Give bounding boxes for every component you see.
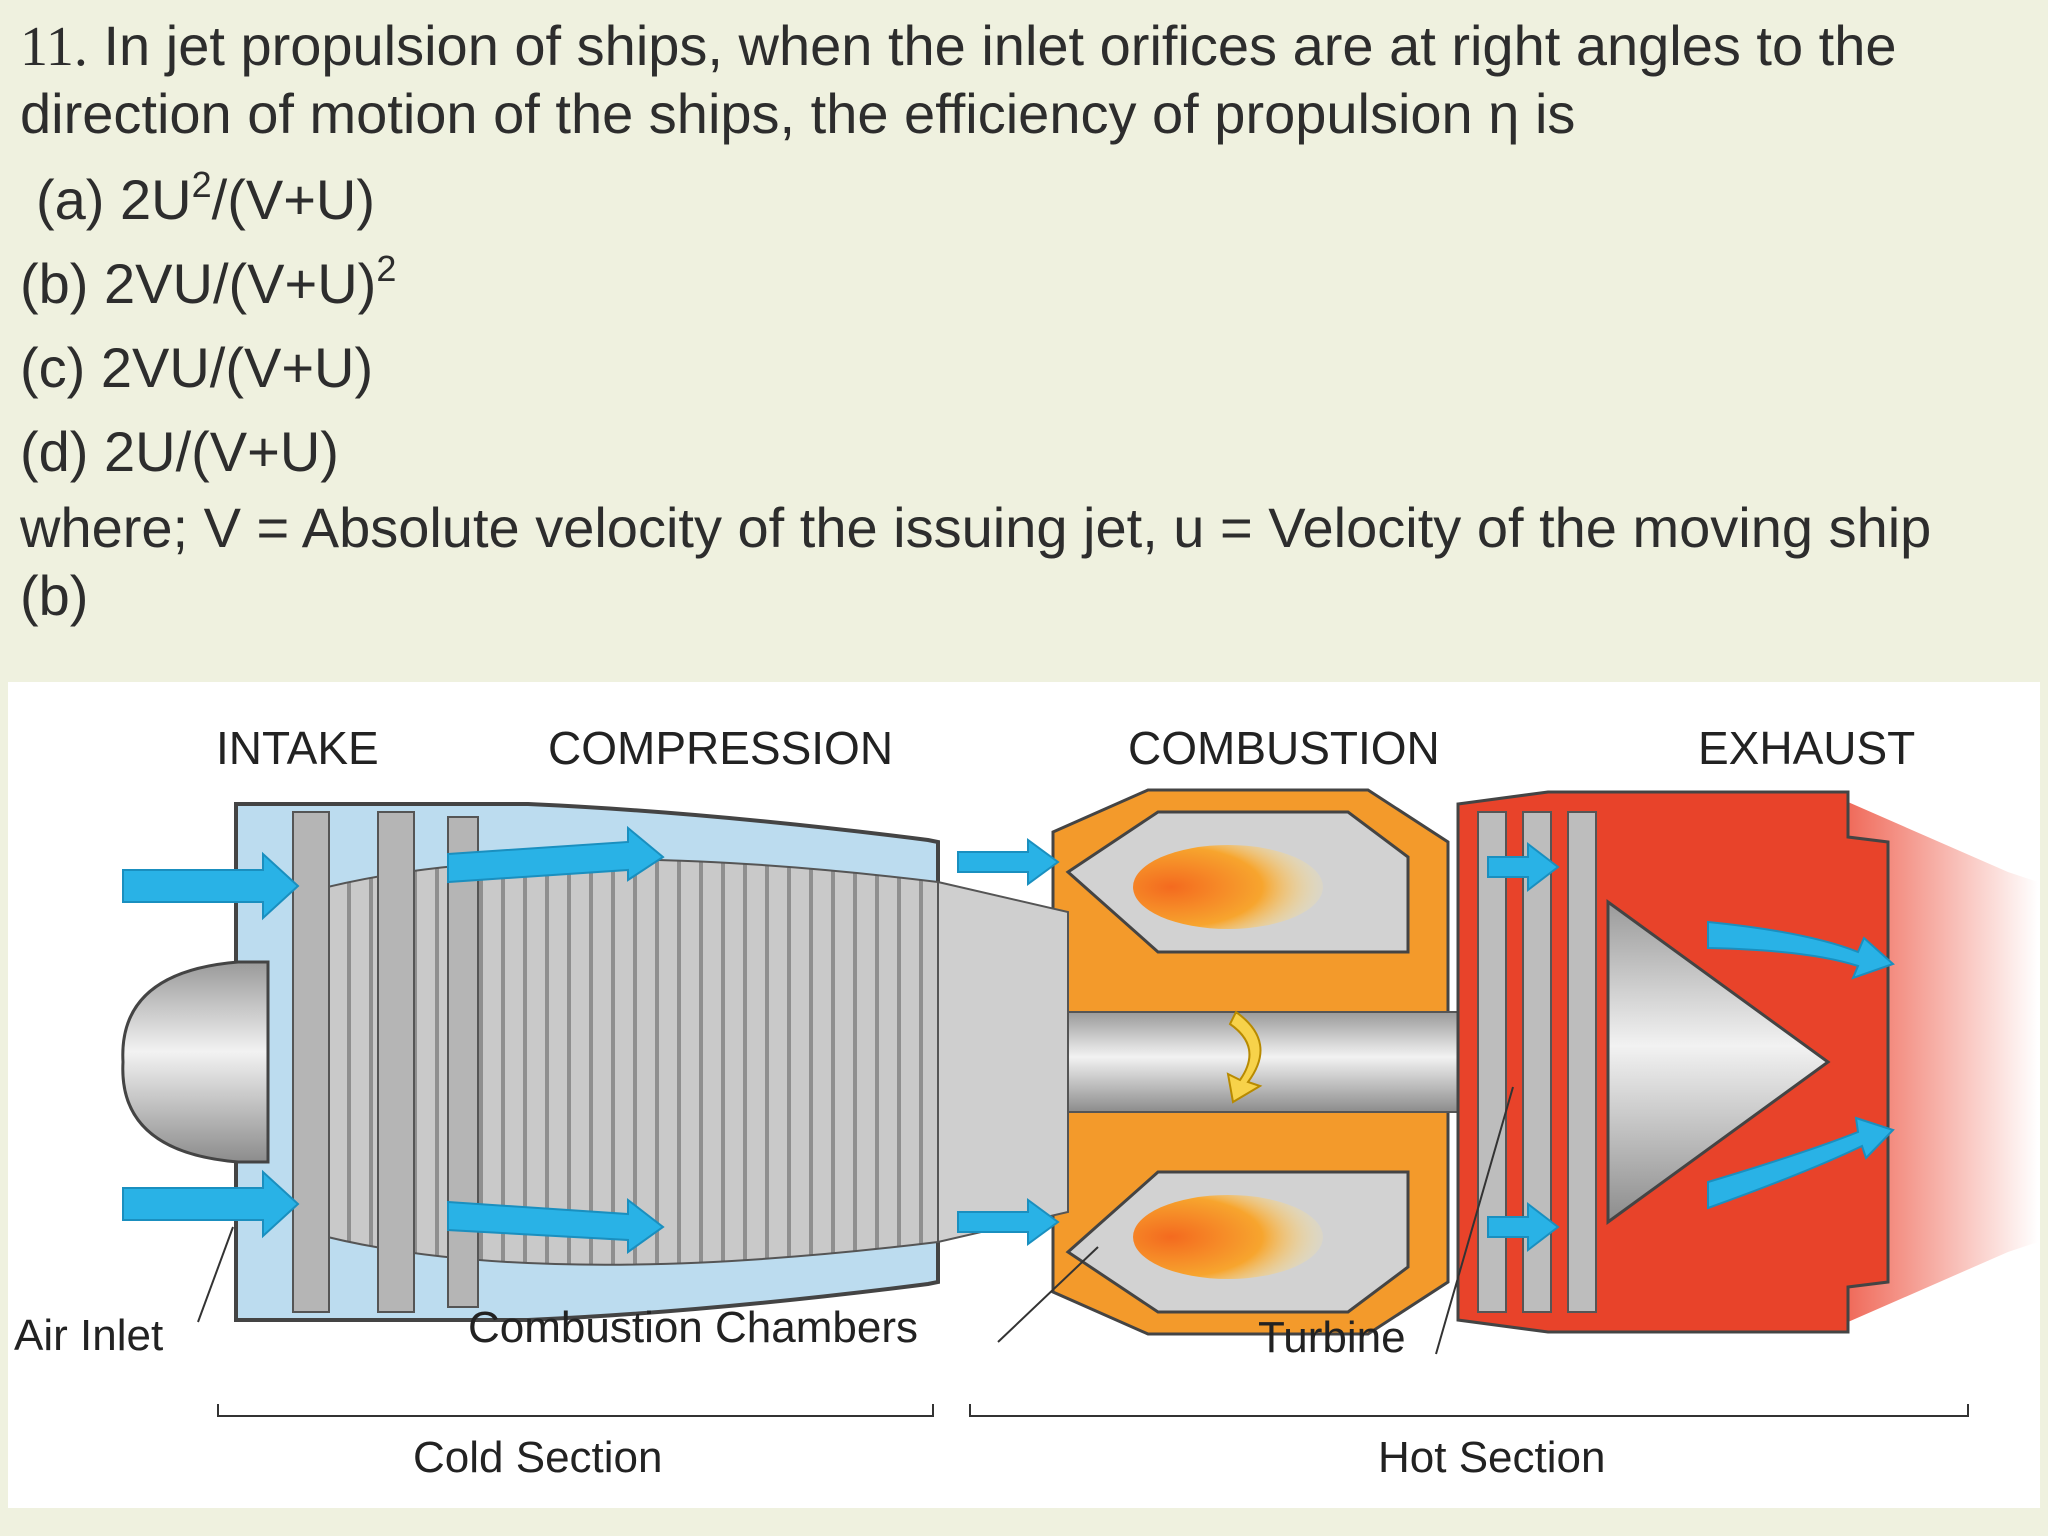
question-block: 11. In jet propulsion of ships, when the… bbox=[20, 12, 2020, 630]
section-brackets bbox=[217, 1404, 1969, 1417]
nose-cone bbox=[121, 960, 270, 1164]
option-d-label: (d) bbox=[20, 420, 89, 483]
option-c-label: (c) bbox=[20, 336, 86, 399]
question-text-1: In jet propulsion of ships, when the inl… bbox=[103, 14, 1897, 77]
callout-combustion-chambers: Combustion Chambers bbox=[468, 1303, 918, 1352]
air-flow-arrows bbox=[122, 825, 1895, 1254]
where-definition: where; V = Absolute velocity of the issu… bbox=[20, 496, 1932, 559]
option-d: (d) 2U/(V+U) bbox=[20, 416, 2020, 488]
answer: (b) bbox=[20, 564, 89, 627]
option-a-label: (a) bbox=[36, 168, 105, 231]
fan-stages bbox=[292, 811, 479, 1313]
exhaust-cone bbox=[1606, 899, 1831, 1225]
option-b: (b) 2VU/(V+U)2 bbox=[20, 248, 2020, 320]
callout-turbine: Turbine bbox=[1258, 1313, 1406, 1362]
question-number: 11. bbox=[20, 16, 88, 78]
rotation-arrow-icon bbox=[1226, 1010, 1263, 1104]
stage-compression: COMPRESSION bbox=[548, 722, 893, 774]
question-line-2: direction of motion of the ships, the ef… bbox=[20, 82, 1576, 145]
jet-engine-diagram: INTAKE COMPRESSION COMBUSTION EXHAUST Ai… bbox=[8, 682, 2040, 1508]
question-line-1: 11. In jet propulsion of ships, when the… bbox=[20, 12, 2020, 80]
jet-engine-svg: INTAKE COMPRESSION COMBUSTION EXHAUST Ai… bbox=[14, 722, 2038, 1482]
section-cold: Cold Section bbox=[413, 1433, 662, 1482]
option-a-sup: 2 bbox=[191, 164, 212, 205]
flame-bottom bbox=[1133, 1195, 1323, 1279]
section-hot: Hot Section bbox=[1378, 1433, 1605, 1482]
option-a-text: 2U bbox=[120, 168, 192, 231]
stage-exhaust: EXHAUST bbox=[1698, 722, 1915, 774]
flame-top bbox=[1133, 845, 1323, 929]
option-d-text: 2U/(V+U) bbox=[104, 420, 339, 483]
option-a-after: /(V+U) bbox=[211, 168, 375, 231]
option-b-text: 2VU/(V+U) bbox=[104, 252, 377, 315]
option-c: (c) 2VU/(V+U) bbox=[20, 332, 2020, 404]
option-a: (a) 2U2/(V+U) bbox=[20, 164, 2020, 236]
option-b-label: (b) bbox=[20, 252, 89, 315]
option-c-text: 2VU/(V+U) bbox=[100, 336, 374, 399]
stage-intake: INTAKE bbox=[216, 722, 379, 774]
exhaust-glow bbox=[1848, 802, 2038, 1322]
diffuser bbox=[937, 880, 1069, 1244]
stage-combustion: COMBUSTION bbox=[1128, 722, 1440, 774]
leader-lines bbox=[197, 1086, 1514, 1355]
callout-air-inlet: Air Inlet bbox=[14, 1311, 163, 1360]
option-b-sup: 2 bbox=[376, 248, 397, 289]
